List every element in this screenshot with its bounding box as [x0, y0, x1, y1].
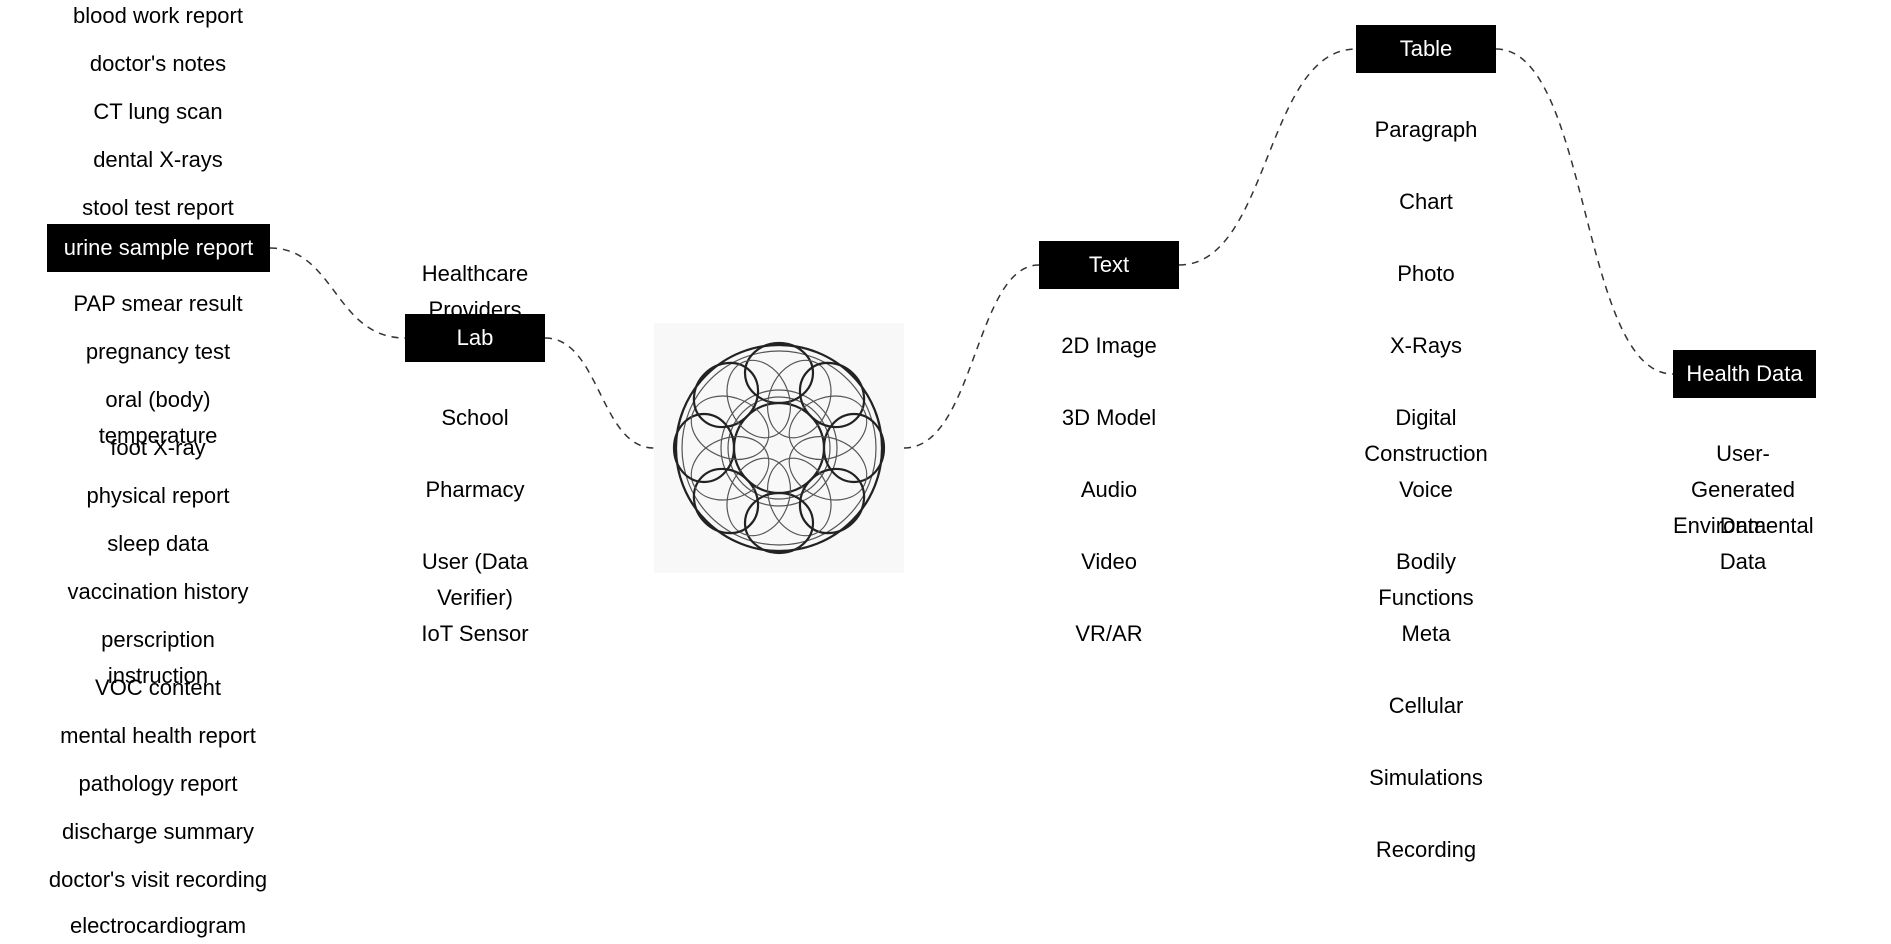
logo-petal [822, 412, 886, 484]
subformat-item-meta[interactable]: Meta [1401, 621, 1451, 646]
center-logo[interactable] [654, 323, 904, 573]
subformat-item-cellular[interactable]: Cellular [1388, 693, 1464, 718]
logo-inner-petal [690, 436, 770, 501]
logo-inner-petal [767, 457, 832, 537]
logo-petal [692, 361, 760, 429]
subformat-item-bodily-functions[interactable]: Bodily Functions [1378, 549, 1474, 610]
logo-petal [692, 467, 760, 535]
format-item-video[interactable]: Video [1081, 549, 1137, 574]
subformat-item-digital-construction[interactable]: Digital Construction [1364, 405, 1488, 466]
subformat-item-recording[interactable]: Recording [1375, 837, 1477, 862]
logo-petal [743, 341, 815, 405]
record-item-vaccination-history[interactable]: vaccination history [67, 579, 249, 604]
subformat-item-simulations[interactable]: Simulations [1369, 765, 1483, 790]
record-item-foot-x-ray[interactable]: foot X-ray [110, 435, 206, 460]
record-item-oral-body-temperature[interactable]: oral (body) temperature [98, 387, 218, 448]
record-item-perscription-instruction[interactable]: perscription instruction [101, 627, 215, 688]
subformat-item-chart[interactable]: Chart [1399, 189, 1453, 214]
record-item-stool-test-report[interactable]: stool test report [82, 195, 234, 220]
record-item-mental-health-report[interactable]: mental health report [60, 723, 256, 748]
link-subformat-to-category [1495, 48, 1674, 375]
record-item-doctors-visit-recording[interactable]: doctor's visit recording [48, 867, 268, 892]
record-item-dental-x-rays[interactable]: dental X-rays [93, 147, 223, 172]
logo-petal [798, 467, 866, 535]
category-item-environmental-data[interactable]: Environmental Data [1673, 513, 1814, 574]
record-item-pathology-report[interactable]: pathology report [78, 771, 238, 796]
format-item-3d-model[interactable]: 3D Model [1061, 405, 1157, 430]
record-item-pap-smear-result[interactable]: PAP smear result [73, 291, 243, 316]
source-item-pharmacy[interactable]: Pharmacy [425, 477, 525, 502]
link-source-to-center [544, 337, 655, 449]
subformat-item-photo[interactable]: Photo [1397, 261, 1455, 286]
source-item-iot-sensor[interactable]: IoT Sensor [421, 621, 529, 646]
logo-inner-petal [767, 359, 832, 439]
source-item-lab[interactable]: Lab [405, 314, 545, 362]
logo-inner-petal [726, 359, 791, 439]
logo-inner-petal [690, 395, 770, 460]
connector-lines [269, 48, 1674, 449]
logo-petal [672, 412, 736, 484]
logo-petal [743, 491, 815, 555]
record-item-urine-sample-report[interactable]: urine sample report [47, 224, 270, 272]
record-item-discharge-summary[interactable]: discharge summary [62, 819, 254, 844]
format-item-vr-ar[interactable]: VR/AR [1075, 621, 1143, 646]
format-item-2d-image[interactable]: 2D Image [1061, 333, 1157, 358]
subformat-item-x-rays[interactable]: X-Rays [1389, 333, 1463, 358]
format-item-text[interactable]: Text [1039, 241, 1179, 289]
record-item-sleep-data[interactable]: sleep data [107, 531, 209, 556]
record-item-doctors-notes[interactable]: doctor's notes [89, 51, 227, 76]
tree-view: blood work report doctor's notes CT lung… [47, 3, 1816, 938]
record-item-physical-report[interactable]: physical report [86, 483, 230, 508]
record-item-electrocardiogram[interactable]: electrocardiogram [69, 913, 247, 938]
subformat-item-voice[interactable]: Voice [1399, 477, 1453, 502]
link-format-to-subformat [1178, 48, 1357, 266]
link-record-to-source [269, 247, 406, 339]
circular-lattice-logo-icon [672, 341, 886, 555]
link-center-to-format [903, 264, 1040, 449]
record-item-ct-lung-scan[interactable]: CT lung scan [93, 99, 223, 124]
subformat-item-paragraph[interactable]: Paragraph [1374, 117, 1478, 142]
logo-inner-petal [788, 395, 868, 460]
format-item-audio[interactable]: Audio [1080, 477, 1138, 502]
source-item-school[interactable]: School [441, 405, 509, 430]
source-item-user-data-verifier[interactable]: User (Data Verifier) [421, 549, 529, 610]
category-item-health-data[interactable]: Health Data [1673, 350, 1816, 398]
logo-petal [798, 361, 866, 429]
category-item-user-generated-data[interactable]: User-Generated Data [1691, 441, 1795, 538]
logo-inner-petal [726, 457, 791, 537]
subformat-item-table[interactable]: Table [1356, 25, 1496, 73]
record-item-voc-content[interactable]: VOC content [95, 675, 221, 700]
record-item-pregnancy-test[interactable]: pregnancy test [85, 339, 231, 364]
record-item-blood-work-report[interactable]: blood work report [73, 3, 243, 28]
logo-inner-petal [788, 436, 868, 501]
